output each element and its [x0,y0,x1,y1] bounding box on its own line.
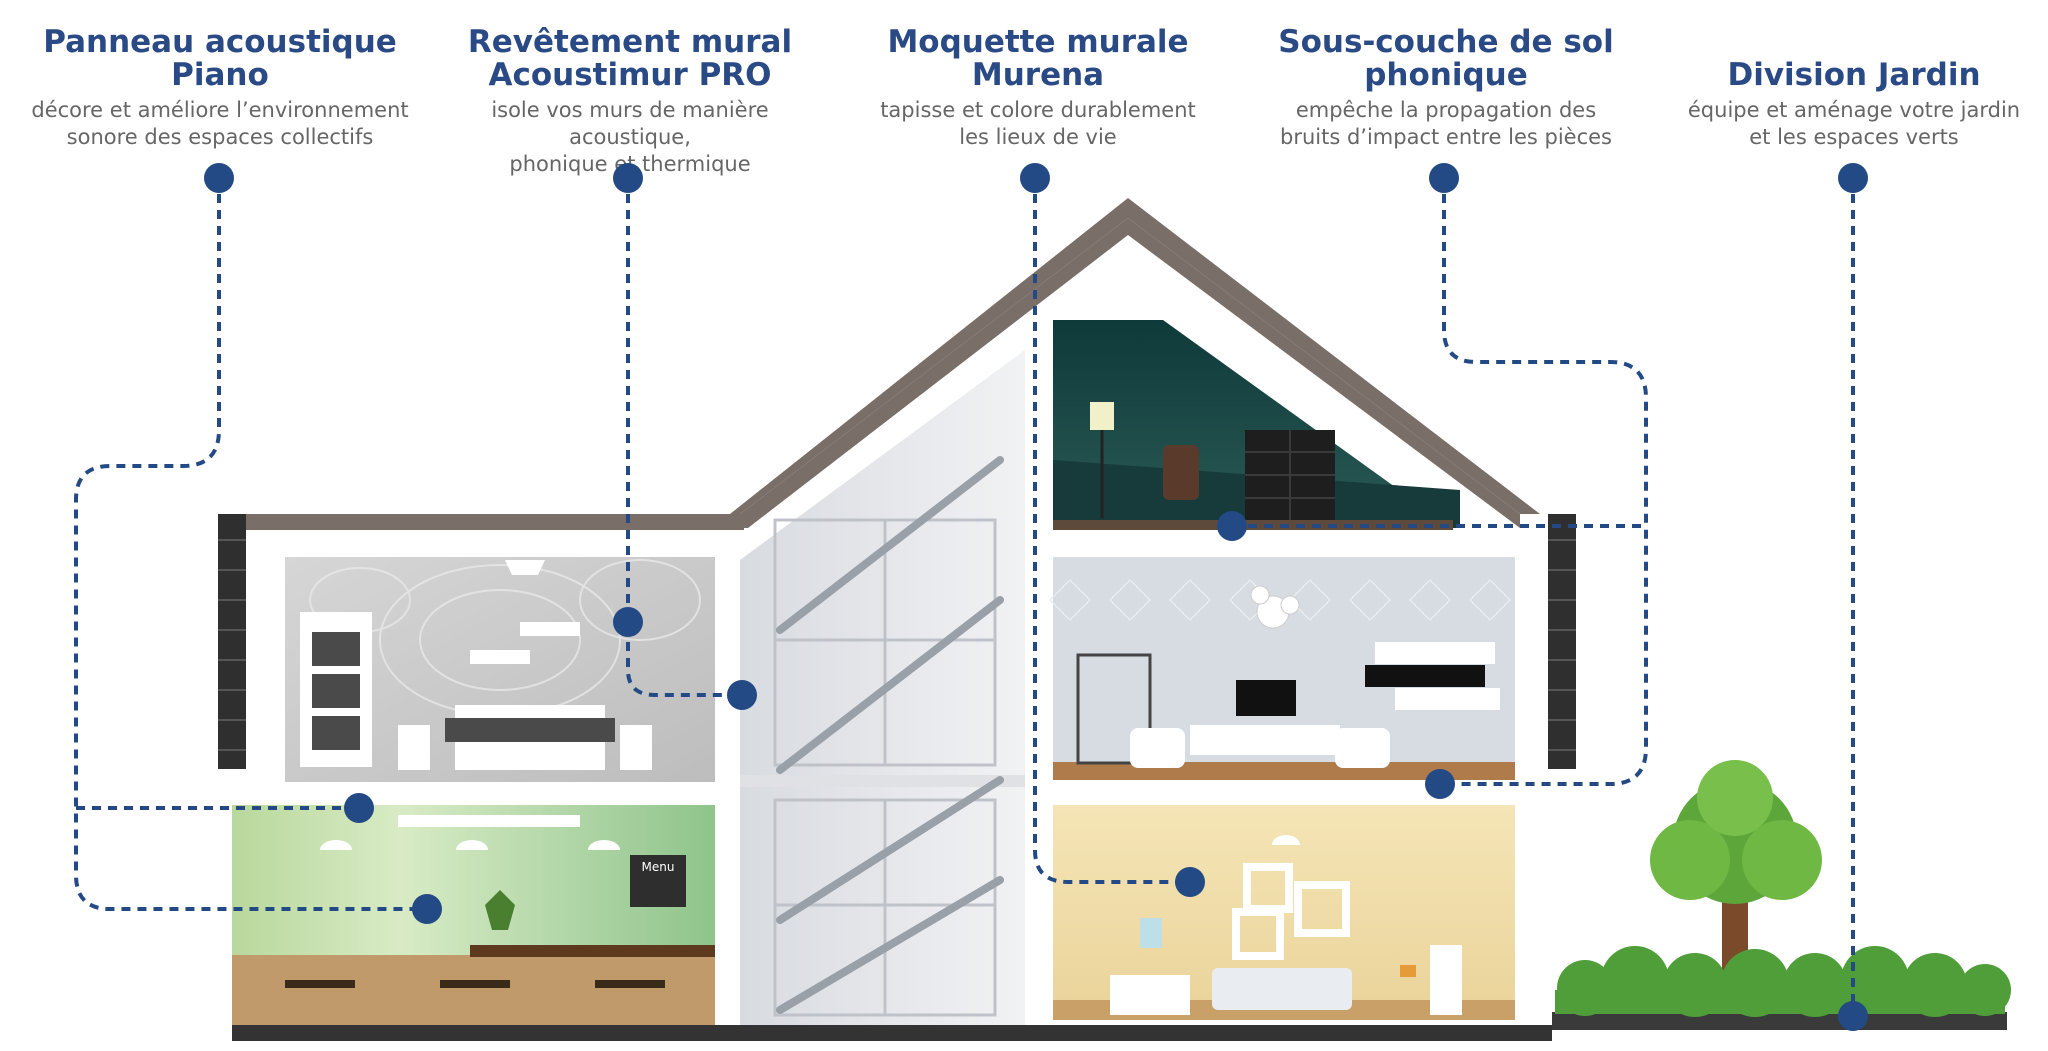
menu-board [630,855,686,907]
title-line: Panneau acoustique [43,24,397,60]
callout-description: équipe et aménage votre jardin et les es… [1654,97,2048,151]
connector-moquette [1033,178,1190,884]
connector-dot [1425,769,1455,799]
callout-sous-couche: Sous-couche de sol phonique empêche la p… [1246,26,1646,151]
cafe-table [595,980,665,988]
callout-title: Sous-couche de sol phonique [1246,26,1646,92]
connector-dot [613,163,643,193]
callout-moquette-murale: Moquette murale Murena tapisse et colore… [838,26,1238,151]
lounge-room [1048,557,1515,780]
pendant-lamp [588,840,620,850]
armchair [1130,728,1185,768]
desc-line: isole vos murs de manière acoustique, [491,98,769,149]
office-chair [1163,445,1199,500]
cafe-table [440,980,510,988]
floor-lamp-shade [1090,402,1114,430]
title-line: Moquette murale [887,24,1189,60]
desc-line: et les espaces verts [1749,125,1959,149]
armchair [1335,728,1390,768]
connector-souscouche [1440,178,1648,786]
living-room [1053,805,1515,1020]
connector-dot [204,163,234,193]
title-line: Acoustimur PRO [488,57,772,93]
menu-board-label: Menu [642,860,675,874]
desc-line: décore et améliore l’environnement [31,98,409,122]
connector-dot [344,793,374,823]
title-line: Revêtement mural [467,24,793,60]
connector-dot [412,894,442,924]
side-table [1110,975,1190,1015]
desc-line: bruits d’impact entre les pièces [1279,125,1612,149]
connector-dot [1217,511,1247,541]
connector-dot [1838,1001,1868,1031]
callout-division-jardin: Division Jardin équipe et aménage votre … [1654,26,2048,151]
roof [244,198,1540,530]
table-lamp [1140,918,1162,948]
garden-soil [1552,1012,2007,1030]
pendant-lamp [1272,835,1300,845]
callout-description: empêche la propagation des bruits d’impa… [1246,97,1646,151]
connector-dot [1838,163,1868,193]
left-brick-wall [218,514,246,769]
right-brick-wall [1548,514,1576,769]
pendant-lamp [456,840,488,850]
callout-title: Division Jardin [1654,59,2048,92]
connector-dot [727,680,757,710]
connector-dot [1429,163,1459,193]
connector-dot [613,607,643,637]
desc-line: équipe et aménage votre jardin [1687,98,2021,122]
desc-line: tapisse et colore durablement [880,98,1196,122]
television [1236,680,1296,716]
garden [1552,760,2011,1030]
bedroom-room [285,557,715,782]
title-line: Murena [971,57,1105,93]
cafe-table [285,980,355,988]
connector-revetement [626,178,742,697]
connector-dots [204,163,1868,1031]
stairwell [740,350,1051,1025]
door [1076,653,1152,765]
sofa [1212,968,1352,1010]
pendant-lamp [320,840,352,850]
callout-description: tapisse et colore durablement les lieux … [838,97,1238,151]
cafe-room: Menu [232,805,715,1025]
callout-revetement-mural: Revêtement mural Acoustimur PRO isole vo… [430,26,830,178]
potted-plant [485,890,515,930]
connector-dot [1175,867,1205,897]
callout-description: décore et améliore l’environnement sonor… [20,97,420,151]
callout-title: Panneau acoustique Piano [20,26,420,92]
callout-panneau-acoustique: Panneau acoustique Piano décore et améli… [20,26,420,151]
title-line: phonique [1364,57,1528,93]
callout-title: Revêtement mural Acoustimur PRO [430,26,830,92]
callout-title: Moquette murale Murena [838,26,1238,92]
ground-slab [232,1025,1552,1041]
connector-lines [74,178,1855,1016]
callout-description: isole vos murs de manière acoustique, ph… [430,97,830,178]
title-line: Piano [171,57,269,93]
desc-line: les lieux de vie [959,125,1117,149]
desc-line: empêche la propagation des [1295,98,1597,122]
title-line: Sous-couche de sol [1278,24,1614,60]
connector-dot [1020,163,1050,193]
connector-panneau [74,178,427,911]
desc-line: sonore des espaces collectifs [66,125,374,149]
ceiling-lamp [505,560,545,575]
title-line: Division Jardin [1727,57,1981,93]
